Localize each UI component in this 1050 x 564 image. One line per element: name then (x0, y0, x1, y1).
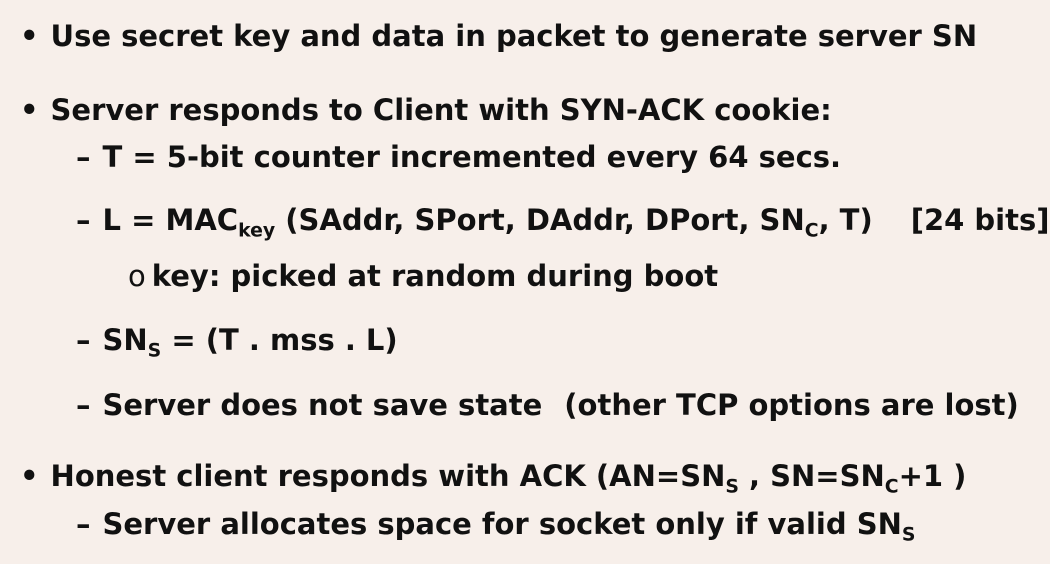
sub-bullet-counter-t: –T = 5-bit counter incremented every 64 … (76, 139, 841, 175)
tcp-options-note: (other TCP options are lost) (564, 388, 1019, 422)
bullet-dot: • (20, 93, 39, 127)
sn-subscript-c: C (804, 220, 819, 242)
sub-bullet-sn-s: –SNS = (T . mss . L) (76, 322, 398, 361)
sub-bullet-allocate-socket: –Server allocates space for socket only … (76, 506, 915, 545)
sub-bullet-text: T = 5-bit counter incremented every 64 s… (102, 140, 842, 174)
mac-formula-pre: L = MAC (102, 203, 239, 237)
sub-bullet-text: Server does not save state (102, 388, 543, 422)
sn-subscript-s: S (725, 476, 739, 498)
ack-text-post: +1 ) (898, 459, 967, 493)
sub-bullet-text: Server allocates space for socket only i… (102, 507, 902, 541)
bit-size-note: [24 bits] (910, 203, 1050, 237)
ack-text-mid: , SN=SN (738, 459, 885, 493)
bullet-dot: • (20, 19, 39, 53)
sn-formula: = (T . mss . L) (161, 323, 398, 357)
bullet-item-secret-key: • Use secret key and data in packet to ge… (20, 18, 977, 54)
bullet-item-honest-client: • Honest client responds with ACK (AN=SNS… (20, 458, 967, 497)
sub-sub-bullet-text: key: picked at random during boot (151, 259, 719, 293)
bullet-dot: • (20, 459, 39, 493)
dash-marker: – (76, 323, 91, 357)
sn-subscript-c: C (884, 476, 899, 498)
ack-text-pre: Honest client responds with ACK (AN=SN (50, 459, 726, 493)
bullet-text: Server responds to Client with SYN-ACK c… (50, 93, 832, 127)
dash-marker: – (76, 140, 91, 174)
mac-formula-args: (SAddr, SPort, DAddr, DPort, SN (275, 203, 805, 237)
mac-formula-post: , T) (818, 203, 873, 237)
dash-marker: – (76, 507, 91, 541)
dash-marker: – (76, 388, 91, 422)
sub-bullet-mac-l: –L = MACkey (SAddr, SPort, DAddr, DPort,… (76, 202, 1050, 241)
sub-bullet-no-state: –Server does not save state (other TCP op… (76, 387, 1019, 423)
bullet-item-syn-ack-cookie: • Server responds to Client with SYN-ACK … (20, 92, 832, 128)
sn-subscript-s: S (147, 340, 162, 362)
sn-label: SN (102, 323, 148, 357)
bullet-text: Use secret key and data in packet to gen… (50, 19, 978, 53)
sn-subscript-s: S (901, 524, 916, 546)
mac-subscript-key: key (238, 220, 276, 242)
circle-marker: o (128, 259, 146, 293)
dash-marker: – (76, 203, 91, 237)
slide: • Use secret key and data in packet to ge… (20, 18, 1050, 545)
